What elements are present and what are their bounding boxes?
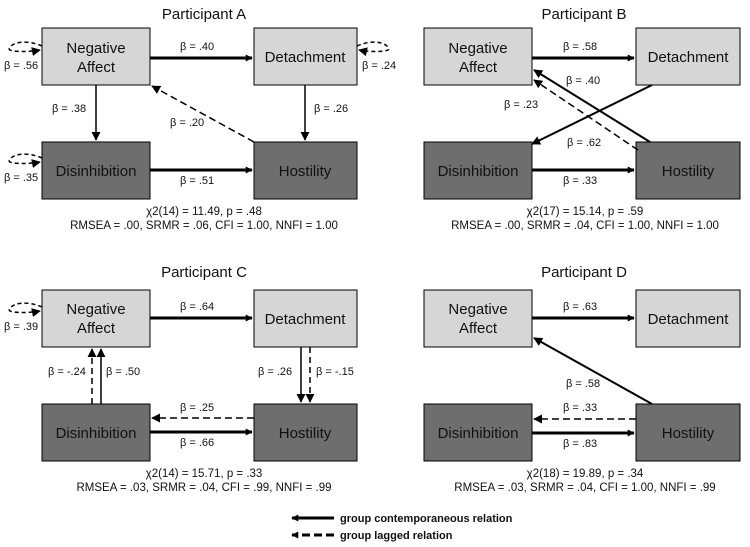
node-hostility (253, 141, 358, 200)
node-label-negative: Negative (66, 40, 125, 57)
fit-chi-square: χ2(14) = 11.49, p = .48 (146, 206, 262, 218)
node-hostility (635, 141, 741, 200)
fit-chi-square: χ2(14) = 15.71, p = .33 (146, 468, 263, 480)
node-label-affect: Affect (77, 320, 116, 337)
node-label-hostility: Hostility (662, 425, 715, 442)
beta-na-auto: β = .39 (4, 321, 38, 333)
panel-title: Participant D (541, 264, 627, 281)
node-label-hostility: Hostility (662, 163, 715, 180)
beta-na-det: β = .64 (180, 301, 214, 313)
node-negative-affect (423, 289, 533, 348)
beta-na-det: β = .63 (563, 301, 597, 313)
node-label-affect: Affect (77, 59, 116, 76)
beta-dis-auto: β = .35 (4, 172, 38, 184)
beta-na-auto: β = .56 (4, 60, 38, 72)
node-label-detachment: Detachment (265, 311, 347, 328)
path-hos-na-lagged (151, 85, 255, 143)
beta-det-hos: β = .26 (258, 366, 292, 378)
node-label-disinhibition: Disinhibition (56, 425, 137, 442)
path-det-dis (531, 84, 653, 145)
node-detachment (253, 289, 358, 348)
legend-lagged-label: group lagged relation (340, 530, 453, 542)
beta-hos-dis-lagged: β = .25 (180, 402, 214, 414)
panel-participant-c: Participant C Negative Affect Detachment… (4, 264, 358, 494)
node-label-affect: Affect (459, 59, 498, 76)
legend-contemporaneous-label: group contemporaneous relation (340, 513, 513, 525)
beta-na-det: β = .40 (180, 41, 214, 53)
autoregression-det (356, 41, 390, 57)
node-detachment (253, 27, 358, 86)
path-hos-na (533, 337, 653, 405)
panel-participant-d: Participant D Negative Affect Detachment… (423, 264, 741, 494)
beta-hos-na-lagged: β = .23 (504, 99, 538, 111)
panel-title: Participant C (161, 264, 247, 281)
fit-indices: RMSEA = .03, SRMR = .04, CFI = .99, NNFI… (76, 482, 331, 494)
autoregression-na (8, 302, 43, 317)
legend: group contemporaneous relation group lag… (291, 513, 513, 542)
beta-det-hos-lagged: β = -.15 (316, 366, 354, 378)
autoregression-na (8, 41, 43, 56)
node-negative-affect (41, 289, 151, 348)
beta-na-dis: β = .38 (52, 103, 86, 115)
fit-chi-square: χ2(17) = 15.14, p = .59 (527, 206, 644, 218)
node-detachment (635, 27, 741, 86)
beta-dis-hos: β = .66 (180, 437, 214, 449)
node-hostility (253, 403, 358, 462)
beta-hos-na-lagged: β = .20 (170, 117, 204, 129)
beta-det-auto: β = .24 (362, 60, 396, 72)
node-label-detachment: Detachment (265, 49, 347, 66)
beta-dis-hos: β = .83 (563, 438, 597, 450)
node-disinhibition (41, 141, 151, 200)
node-disinhibition (41, 403, 151, 462)
beta-na-det: β = .58 (563, 41, 597, 53)
autoregression-dis (8, 153, 43, 168)
node-negative-affect (41, 27, 151, 86)
panel-title: Participant B (541, 6, 626, 23)
node-label-negative: Negative (448, 301, 507, 318)
node-detachment (635, 289, 741, 348)
node-label-detachment: Detachment (648, 49, 730, 66)
fit-indices: RMSEA = .00, SRMR = .06, CFI = 1.00, NNF… (70, 220, 338, 232)
node-label-disinhibition: Disinhibition (56, 163, 137, 180)
beta-hos-na: β = .58 (566, 378, 600, 390)
fit-chi-square: χ2(18) = 19.89, p = .34 (527, 468, 644, 480)
node-label-disinhibition: Disinhibition (438, 163, 519, 180)
beta-det-dis: β = .62 (567, 137, 601, 149)
beta-dis-na: β = .50 (106, 366, 140, 378)
fit-indices: RMSEA = .03, SRMR = .04, CFI = 1.00, NNF… (454, 482, 715, 494)
beta-hos-na: β = .40 (566, 75, 600, 87)
node-label-negative: Negative (66, 301, 125, 318)
node-label-disinhibition: Disinhibition (438, 425, 519, 442)
panel-participant-b: Participant B Negative Affect Detachment… (423, 6, 741, 232)
fit-indices: RMSEA = .00, SRMR = .04, CFI = 1.00, NNF… (451, 220, 719, 232)
node-negative-affect (423, 27, 533, 86)
panel-title: Participant A (162, 6, 246, 23)
path-hos-na (533, 69, 651, 143)
panel-participant-a: Participant A Negative Affect Detachment… (4, 6, 396, 232)
path-hos-na-lagged (533, 79, 639, 151)
node-label-negative: Negative (448, 40, 507, 57)
beta-dis-na-lagged: β = -.24 (48, 366, 86, 378)
beta-dis-hos: β = .33 (563, 175, 597, 187)
beta-hos-dis-lagged: β = .33 (563, 402, 597, 414)
node-label-hostility: Hostility (279, 163, 332, 180)
beta-dis-hos: β = .51 (180, 175, 214, 187)
node-label-affect: Affect (459, 320, 498, 337)
beta-det-hos: β = .26 (314, 103, 348, 115)
node-label-detachment: Detachment (648, 311, 730, 328)
node-label-hostility: Hostility (279, 425, 332, 442)
node-hostility (635, 403, 741, 462)
